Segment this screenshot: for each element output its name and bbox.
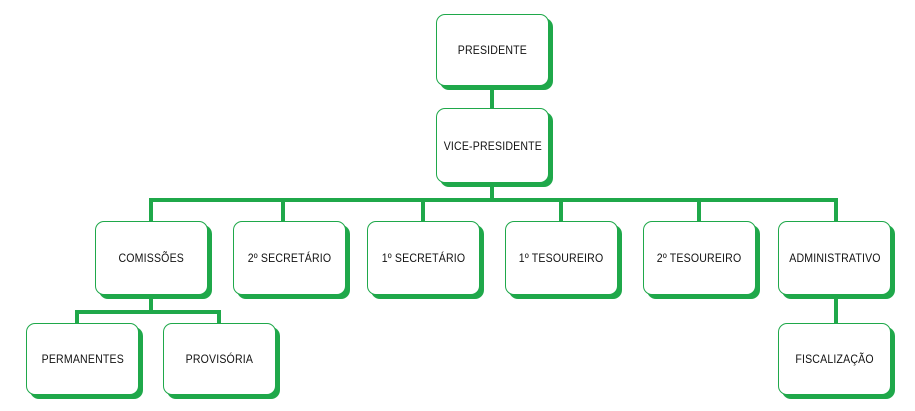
node-primeiro-secretario: 1º SECRETÁRIO <box>367 221 480 295</box>
node-label: 1º SECRETÁRIO <box>381 251 466 265</box>
node-label: PRESIDENTE <box>457 43 528 57</box>
node-label: PERMANENTES <box>41 352 124 366</box>
node-label: 2º SECRETÁRIO <box>247 251 332 265</box>
node-label: VICE-PRESIDENTE <box>443 138 542 153</box>
node-label: 1º TESOUREIRO <box>519 251 604 265</box>
node-fiscalizacao: FISCALIZAÇÃO <box>778 323 891 395</box>
node-label: FISCALIZAÇÃO <box>795 352 874 366</box>
node-provisoria: PROVISÓRIA <box>163 323 276 395</box>
node-administrativo: ADMINISTRATIVO <box>778 221 891 295</box>
node-presidente: PRESIDENTE <box>436 14 549 86</box>
node-label: PROVISÓRIA <box>185 352 254 366</box>
node-label: COMISSÕES <box>118 251 185 265</box>
node-label: 2º TESOUREIRO <box>657 251 742 265</box>
node-vice-presidente: VICE-PRESIDENTE <box>436 108 549 183</box>
node-comissoes: COMISSÕES <box>95 221 208 295</box>
node-segundo-secretario: 2º SECRETÁRIO <box>233 221 346 295</box>
node-permanentes: PERMANENTES <box>26 323 139 395</box>
node-primeiro-tesoureiro: 1º TESOUREIRO <box>505 221 618 295</box>
node-segundo-tesoureiro: 2º TESOUREIRO <box>643 221 756 295</box>
node-label: ADMINISTRATIVO <box>788 251 881 265</box>
